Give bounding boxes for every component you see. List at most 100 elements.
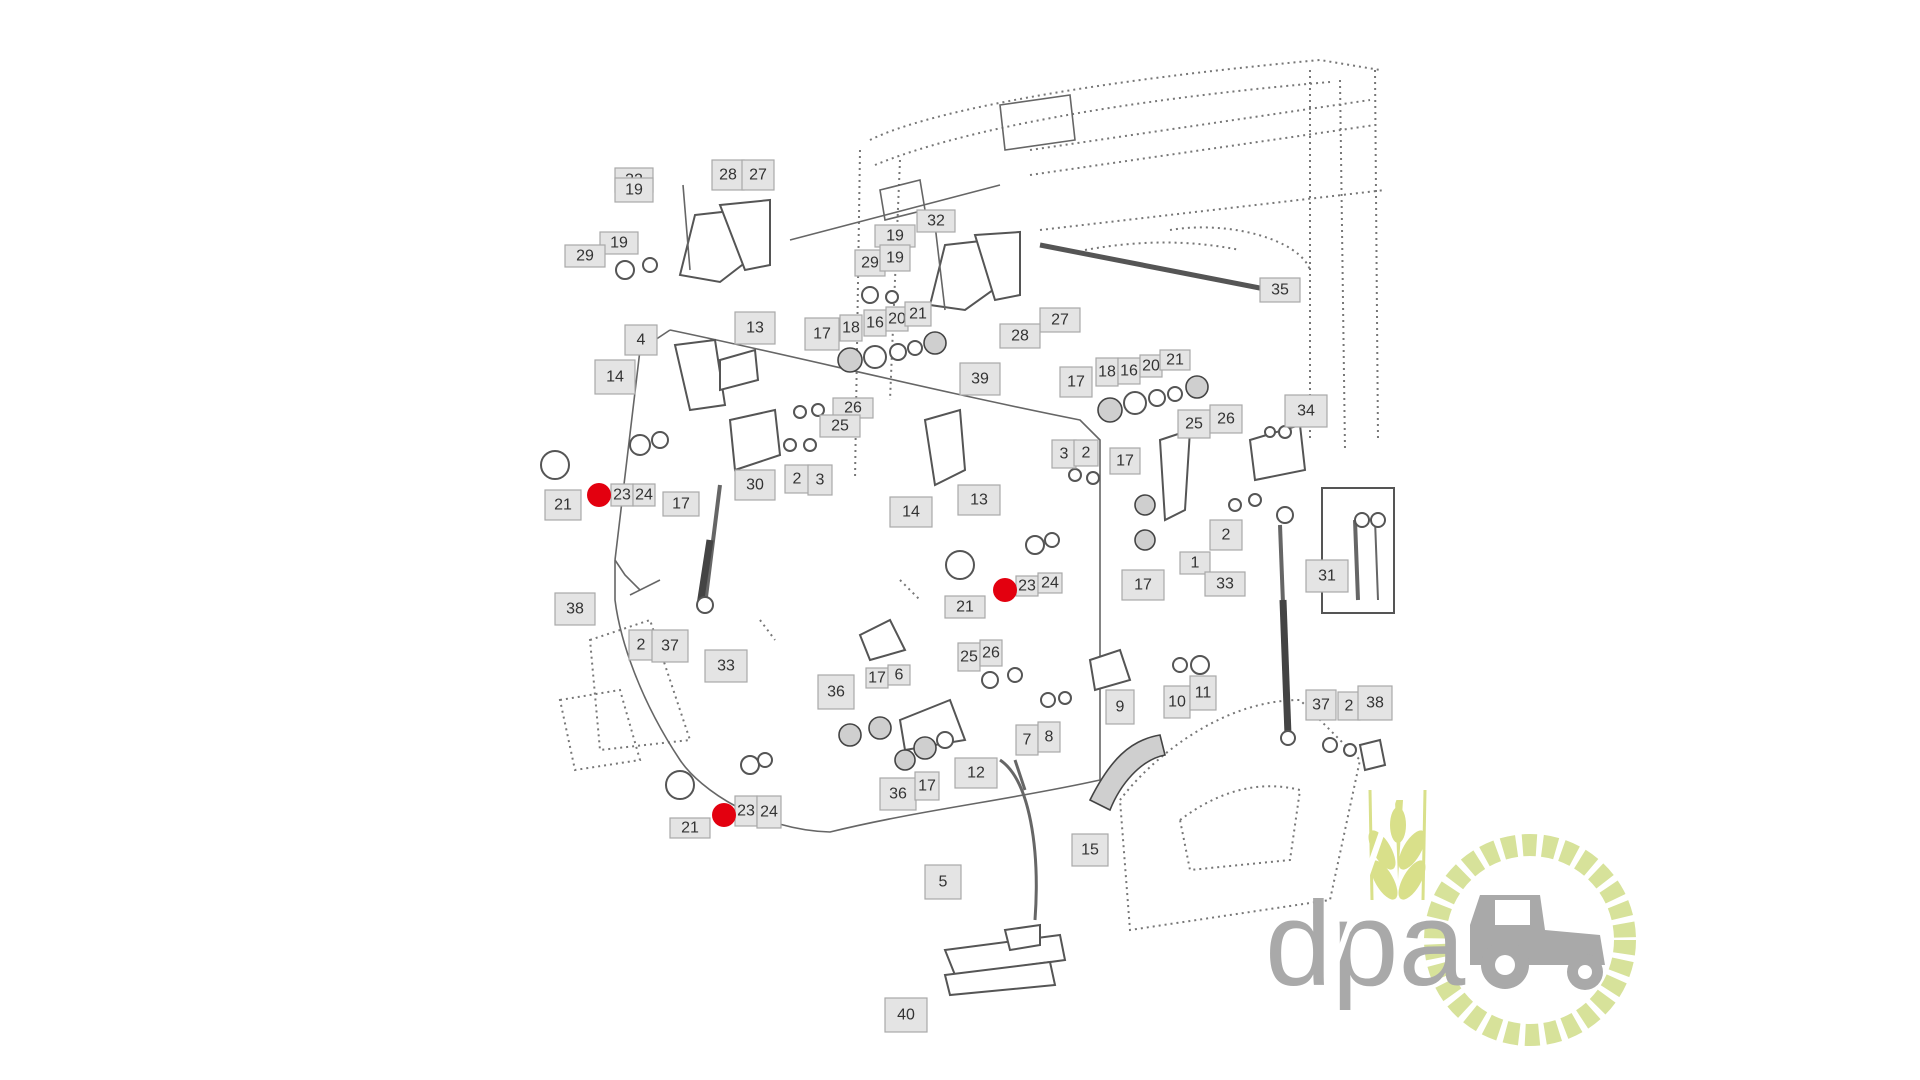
- svg-text:6: 6: [895, 667, 904, 684]
- svg-text:21: 21: [554, 497, 572, 514]
- callout-label: 23: [610, 483, 634, 507]
- callout-label: 14: [889, 496, 933, 528]
- svg-text:25: 25: [960, 649, 978, 666]
- svg-text:40: 40: [897, 1007, 915, 1024]
- callout-label: 2: [628, 629, 654, 661]
- callout-label: 18: [839, 314, 863, 342]
- highlight-markers: [587, 483, 1017, 827]
- callout-label: 7: [1015, 724, 1039, 756]
- svg-text:32: 32: [927, 213, 945, 230]
- svg-text:29: 29: [576, 248, 594, 265]
- callout-label: 40: [884, 997, 928, 1033]
- callout-label: 31: [1305, 559, 1349, 593]
- callout-label: 19: [879, 244, 911, 272]
- svg-text:17: 17: [813, 326, 831, 343]
- svg-text:17: 17: [868, 670, 886, 687]
- svg-text:12: 12: [967, 765, 985, 782]
- svg-text:19: 19: [625, 182, 643, 199]
- callout-label: 25: [819, 414, 861, 438]
- svg-text:2: 2: [637, 637, 646, 654]
- svg-text:26: 26: [982, 645, 1000, 662]
- callout-label: 17: [804, 317, 840, 351]
- callout-label: 24: [1037, 572, 1063, 594]
- svg-text:23: 23: [613, 487, 631, 504]
- callout-label: 35: [1259, 277, 1301, 303]
- callout-label: 13: [734, 311, 776, 345]
- svg-text:21: 21: [1166, 352, 1184, 369]
- svg-text:16: 16: [866, 315, 884, 332]
- callout-label: 2: [1073, 439, 1099, 467]
- callout-label: 36: [817, 674, 855, 710]
- callout-label: 33: [1204, 571, 1246, 597]
- svg-text:9: 9: [1116, 699, 1125, 716]
- svg-text:24: 24: [760, 804, 778, 821]
- svg-text:29: 29: [861, 255, 879, 272]
- dpa-logo: dpa: [1265, 789, 1636, 1046]
- svg-text:36: 36: [889, 786, 907, 803]
- callout-label: 26: [832, 397, 874, 419]
- svg-text:37: 37: [661, 638, 679, 655]
- svg-text:28: 28: [719, 167, 737, 184]
- callout-label: 30: [734, 469, 776, 501]
- svg-text:11: 11: [1195, 685, 1212, 702]
- callout-label: 29: [564, 244, 606, 268]
- callout-label: 4: [624, 324, 658, 356]
- callout-label: 37: [1305, 689, 1337, 721]
- gas-struts: [614, 484, 1395, 772]
- svg-text:19: 19: [610, 235, 628, 252]
- svg-text:5: 5: [939, 874, 948, 891]
- svg-text:34: 34: [1297, 403, 1315, 420]
- callout-label: 25: [957, 642, 981, 672]
- callout-label: 28: [999, 323, 1041, 349]
- callout-label: 19: [599, 231, 639, 255]
- svg-text:37: 37: [1312, 697, 1330, 714]
- callout-labels: 32 19 28 27 19 29 32 19 29 19 27 28 35 4…: [544, 159, 1393, 1033]
- svg-text:39: 39: [971, 371, 989, 388]
- callout-label: 17: [865, 667, 889, 689]
- callout-label: 37: [651, 629, 689, 663]
- svg-text:38: 38: [1366, 695, 1384, 712]
- callout-label: 2: [1337, 691, 1361, 721]
- callout-label: 24: [632, 483, 656, 507]
- callout-label: 21: [904, 301, 932, 327]
- svg-text:26: 26: [844, 400, 862, 417]
- svg-text:36: 36: [827, 684, 845, 701]
- svg-text:35: 35: [1271, 282, 1289, 299]
- svg-text:8: 8: [1045, 729, 1054, 746]
- svg-text:17: 17: [918, 778, 936, 795]
- svg-text:19: 19: [886, 250, 904, 267]
- svg-text:14: 14: [902, 504, 920, 521]
- callout-label: 8: [1037, 721, 1061, 753]
- svg-text:3: 3: [816, 472, 825, 489]
- svg-text:13: 13: [970, 492, 988, 509]
- svg-text:27: 27: [749, 167, 767, 184]
- callout-label: 17: [662, 491, 700, 517]
- highlight-dot: [712, 803, 736, 827]
- svg-text:31: 31: [1318, 568, 1336, 585]
- callout-label: 21: [1159, 349, 1191, 371]
- svg-text:2: 2: [793, 471, 802, 488]
- svg-text:33: 33: [717, 658, 735, 675]
- svg-text:24: 24: [1041, 575, 1059, 592]
- tractor-icon: [1470, 895, 1605, 990]
- callout-label: 3: [807, 464, 833, 496]
- gear-ring-icon: [1424, 834, 1636, 1046]
- callout-label: 20: [1139, 354, 1163, 378]
- svg-text:28: 28: [1011, 328, 1029, 345]
- callout-label: 13: [957, 484, 1001, 516]
- callout-label: 26: [1209, 404, 1243, 434]
- svg-text:18: 18: [1098, 364, 1116, 381]
- callout-label: 25: [1177, 409, 1211, 439]
- svg-text:17: 17: [1116, 453, 1134, 470]
- lower-handle: [943, 734, 1166, 997]
- callout-label: 14: [594, 359, 636, 395]
- callout-label: 19: [614, 177, 654, 203]
- callout-label: 5: [924, 864, 962, 900]
- callout-label: 27: [741, 159, 775, 191]
- callout-label: 9: [1105, 689, 1135, 725]
- callout-label: 33: [704, 649, 748, 683]
- callout-label: 38: [554, 592, 596, 626]
- callout-label: 26: [979, 639, 1003, 667]
- callout-label: 23: [734, 795, 758, 827]
